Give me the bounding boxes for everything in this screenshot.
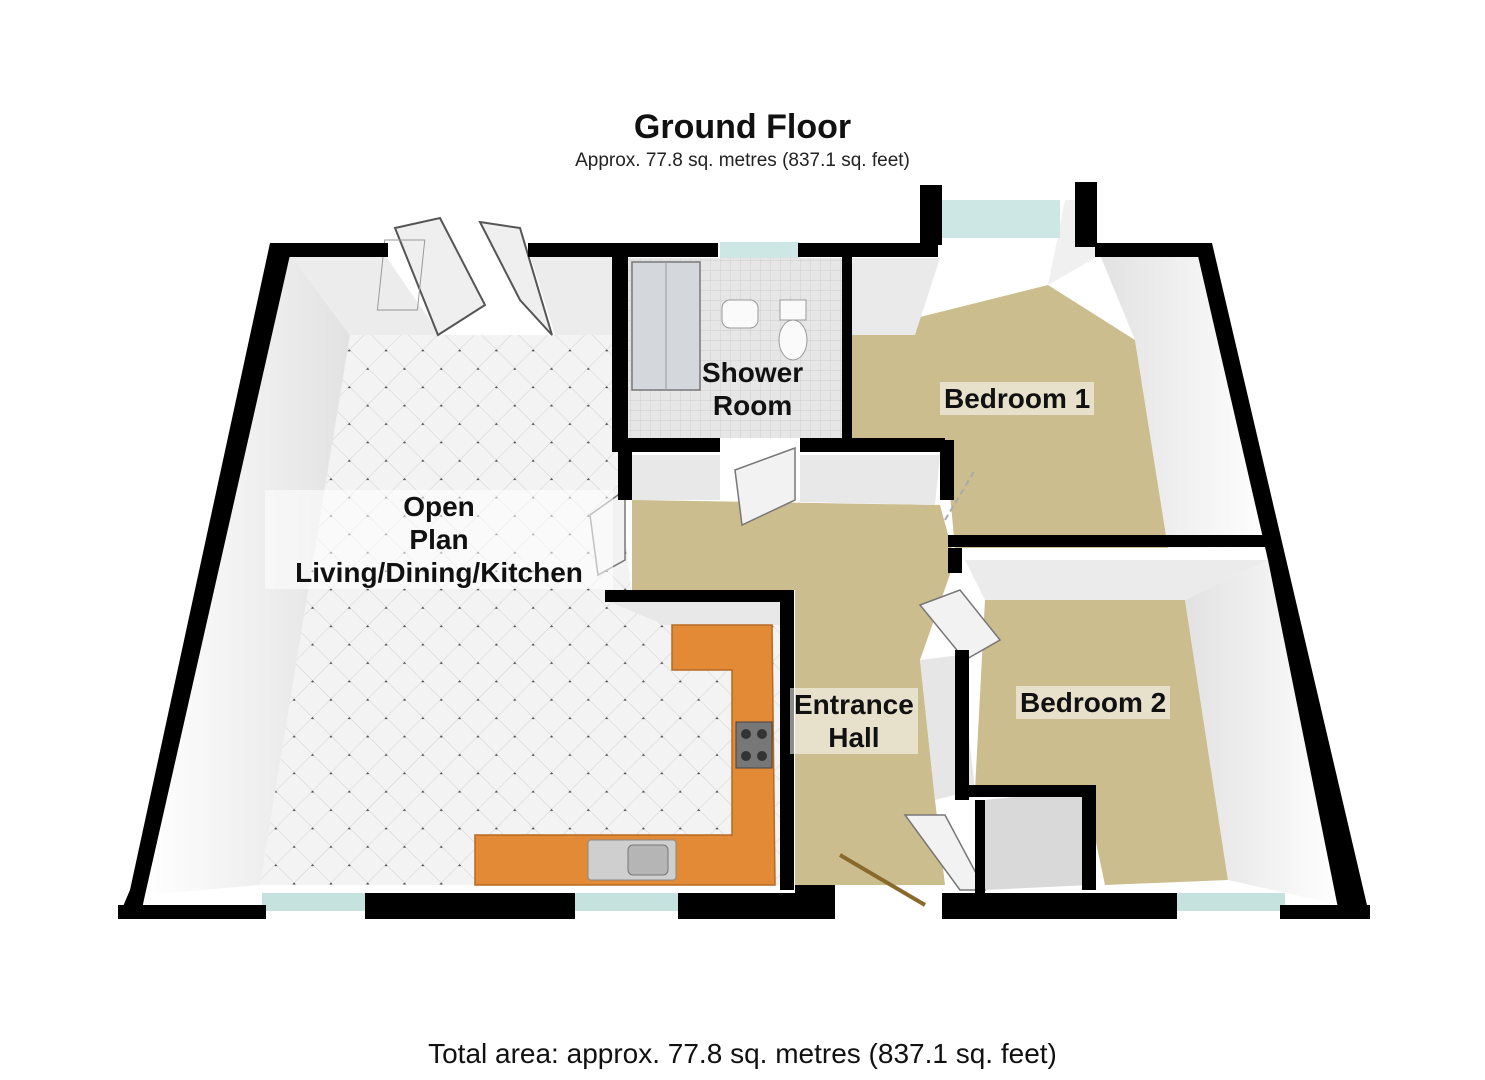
label-shower-room: Shower Room — [702, 357, 804, 421]
hall-cupboard — [985, 790, 1090, 890]
window-bedroom-1 — [942, 200, 1060, 238]
hall-back-wall-face-right — [800, 455, 940, 505]
total-area: Total area: approx. 77.8 sq. metres (837… — [428, 1038, 1057, 1069]
bedroom-2-right-wall-face — [1185, 560, 1340, 905]
bedroom-2-door — [918, 589, 1002, 661]
window-bedroom-2 — [1175, 893, 1285, 911]
label-entrance-hall: Entrance Hall — [790, 688, 918, 754]
shower-room-door — [734, 446, 796, 527]
label-open-plan: Open Plan Living/Dining/Kitchen — [265, 490, 613, 589]
bedroom-1-right-wall-face — [1100, 255, 1268, 548]
hall-back-wall-face — [632, 455, 720, 500]
entrance-hall-floor — [632, 500, 955, 885]
floor-area-subtitle: Approx. 77.8 sq. metres (837.1 sq. feet) — [575, 150, 910, 171]
walls — [118, 182, 1370, 919]
window-shower — [720, 242, 800, 258]
open-plan-left-wall-face — [145, 255, 350, 895]
window-kitchen-2 — [570, 893, 680, 911]
toilet-cistern — [779, 299, 807, 321]
front-door — [838, 853, 927, 907]
bedroom-2-floor — [975, 600, 1228, 885]
basin — [721, 299, 759, 329]
open-plan-back-wall-face-right — [530, 255, 618, 335]
floor-title: Ground Floor — [633, 108, 852, 146]
window-kitchen-1 — [262, 893, 367, 911]
bedroom-2-back-wall-face — [965, 560, 1268, 600]
open-plan-floor — [260, 335, 780, 885]
kitchen-worktop — [474, 624, 776, 886]
hob — [735, 721, 773, 769]
bedroom-1-back-wall-face — [848, 258, 940, 335]
open-plan-back-wall-face — [290, 255, 440, 335]
toilet — [778, 319, 808, 361]
label-bedroom-2: Bedroom 2 — [1016, 686, 1171, 719]
patio-doors — [376, 216, 553, 337]
bedroom-1-floor — [848, 285, 1168, 548]
label-bedroom-1: Bedroom 1 — [940, 382, 1095, 415]
kitchen-partition-face — [605, 600, 780, 625]
